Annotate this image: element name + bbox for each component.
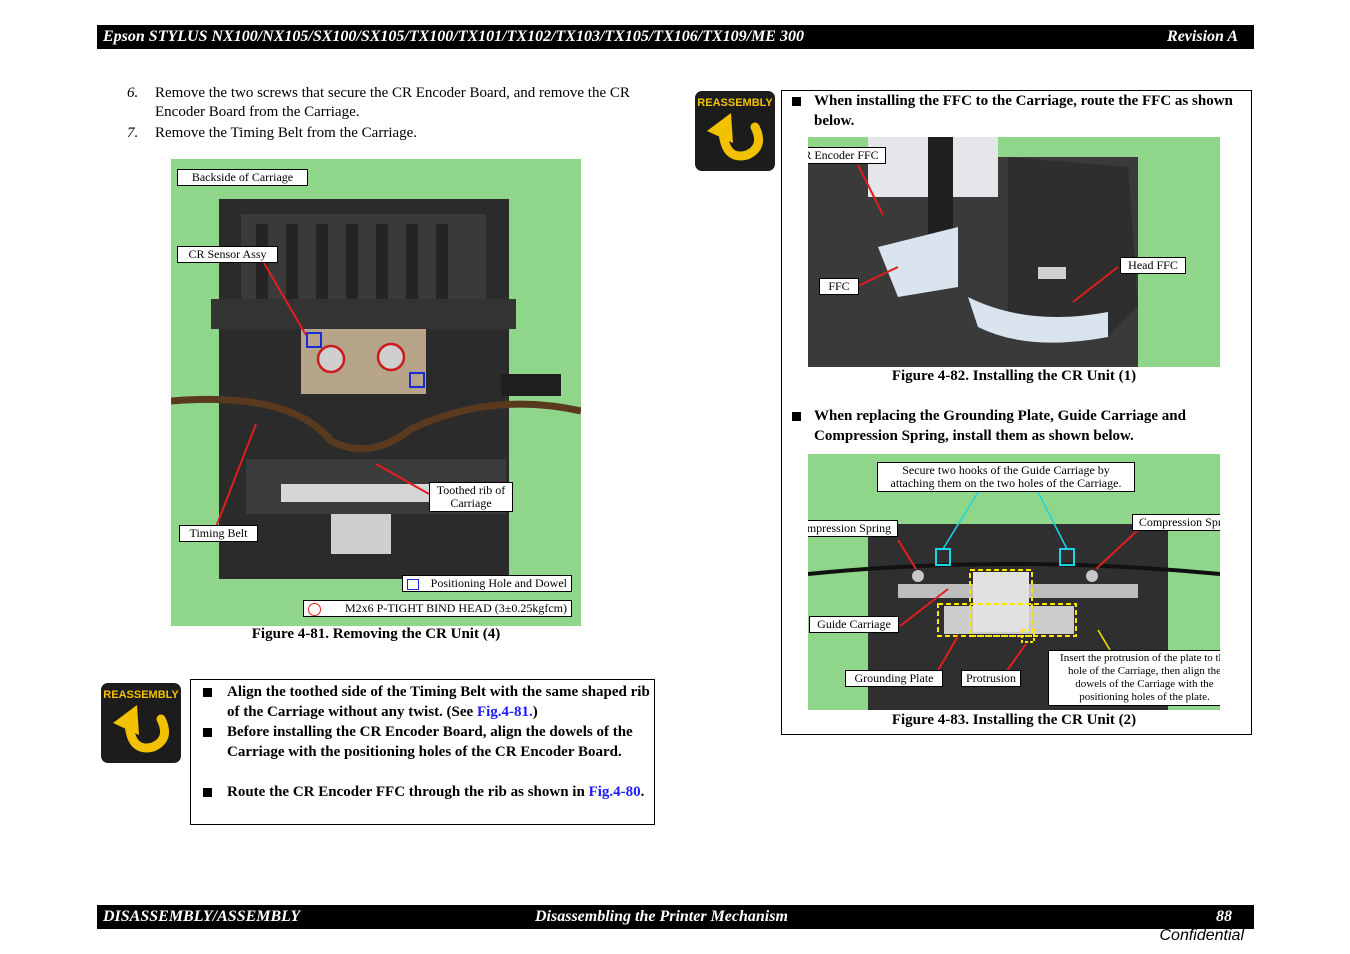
bullet-square-icon	[203, 728, 212, 737]
label-timing-belt: Timing Belt	[179, 525, 258, 542]
carriage-ffc-illustration	[808, 137, 1138, 367]
bullet-square-icon	[792, 97, 801, 106]
reassembly-arrow-icon: REASSEMBLY	[697, 97, 773, 161]
label-backside-of-carriage: Backside of Carriage	[177, 169, 308, 186]
figure-4-81-photo: Backside of Carriage CR Sensor Assy Toot…	[171, 159, 581, 626]
label-grounding-plate: Grounding Plate	[845, 670, 943, 687]
label-protrusion: Protrusion	[961, 670, 1021, 687]
bullet-square-icon	[203, 688, 212, 697]
step-text: Remove the Timing Belt from the Carriage…	[155, 125, 418, 141]
bullet-square-icon	[203, 788, 212, 797]
figure-4-83-photo: Secure two hooks of the Guide Carriage b…	[808, 454, 1220, 710]
label-head-ffc: Head FFC	[1120, 257, 1186, 274]
label-compression-spring-left: Compression Spring	[808, 520, 898, 537]
badge-text: REASSEMBLY	[103, 689, 179, 701]
reassembly-arrow-icon: REASSEMBLY	[103, 689, 179, 753]
label-positioning-hole: Positioning Hole and Dowel	[402, 575, 572, 592]
label-screw-spec: M2x6 P-TIGHT BIND HEAD (3±0.25kgfcm)	[303, 600, 572, 617]
step-number: 7.	[127, 125, 139, 141]
bullet-square-icon	[792, 412, 801, 421]
reassembly-badge: REASSEMBLY	[695, 91, 775, 171]
step-text: Remove the two screws that secure the CR…	[155, 85, 630, 120]
step-number: 6.	[127, 85, 139, 101]
header-bar: Epson STYLUS NX100/NX105/SX100/SX105/TX1…	[97, 25, 1254, 49]
label-ffc: FFC	[819, 278, 859, 295]
installation-notes-box: When installing the FFC to the Carriage,…	[781, 90, 1252, 735]
link-fig-4-81[interactable]: Fig.4-81.	[476, 704, 533, 720]
reassembly-notes-box: Align the toothed side of the Timing Bel…	[190, 679, 655, 825]
label-toothed-rib: Toothed rib of Carriage	[429, 482, 513, 512]
confidential-label: Confidential	[1159, 927, 1245, 944]
legend-text: M2x6 P-TIGHT BIND HEAD (3±0.25kgfcm)	[344, 601, 567, 615]
figure-4-82-photo: CR Encoder FFC FFC Head FFC	[808, 137, 1220, 367]
label-insert-protrusion: Insert the protrusion of the plate to th…	[1048, 650, 1220, 706]
reassembly-badge: REASSEMBLY	[101, 683, 181, 763]
red-circle-icon	[308, 603, 321, 616]
document-title: Epson STYLUS NX100/NX105/SX100/SX105/TX1…	[103, 28, 804, 45]
label-cr-sensor-assy: CR Sensor Assy	[177, 246, 278, 263]
label-compression-spring-right: Compression Spring	[1132, 514, 1220, 531]
badge-text: REASSEMBLY	[697, 97, 773, 109]
footer-chapter: Disassembling the Printer Mechanism	[535, 908, 788, 925]
figure-4-83-caption: Figure 4-83. Installing the CR Unit (2)	[891, 712, 1137, 728]
figure-4-81-caption: Figure 4-81. Removing the CR Unit (4)	[251, 626, 501, 642]
figure-4-82-caption: Figure 4-82. Installing the CR Unit (1)	[891, 368, 1137, 384]
carriage-back-illustration	[171, 199, 581, 579]
blue-square-icon	[407, 579, 419, 590]
label-cr-encoder-ffc: CR Encoder FFC	[808, 147, 886, 164]
link-fig-4-80[interactable]: Fig.4-80	[588, 784, 641, 800]
page-number: 88	[1216, 908, 1232, 925]
legend-text: Positioning Hole and Dowel	[430, 576, 567, 590]
footer-bar: DISASSEMBLY/ASSEMBLY Disassembling the P…	[97, 905, 1254, 929]
revision-label: Revision A	[1167, 28, 1238, 45]
label-guide-carriage: Guide Carriage	[809, 616, 899, 633]
label-guide-hooks: Secure two hooks of the Guide Carriage b…	[877, 462, 1135, 492]
footer-section: DISASSEMBLY/ASSEMBLY	[103, 908, 301, 925]
